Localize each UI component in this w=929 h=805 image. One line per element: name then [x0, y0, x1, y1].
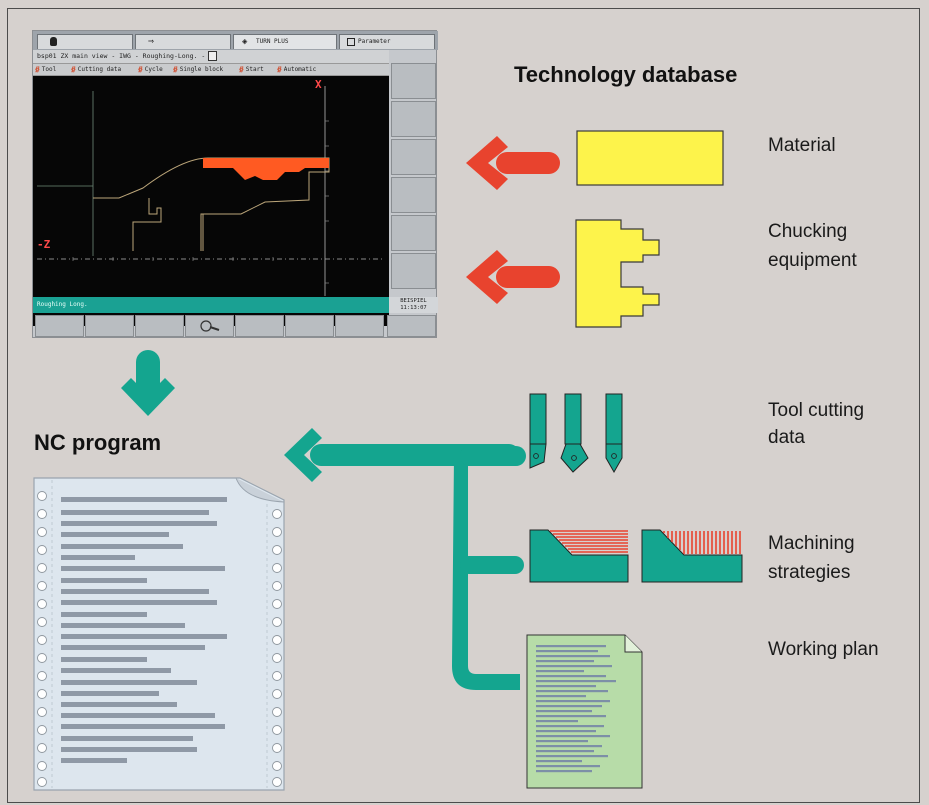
side-softkey-3[interactable]	[391, 139, 436, 175]
simulation-graphic	[37, 86, 385, 296]
arrow-right-icon: ⇒	[148, 36, 155, 47]
horizontal-softkeys	[33, 313, 438, 339]
softkey-tool[interactable]: ∯Tool	[35, 66, 57, 73]
chucking-label-line1: Chucking	[768, 221, 848, 242]
magnifier-icon	[200, 320, 220, 332]
tab-parameter-label: Parameter	[358, 38, 391, 45]
tool-cutting-label-line2: data	[768, 427, 805, 448]
workpiece-contour	[93, 157, 330, 251]
turn-plus-icon: ◈	[242, 37, 248, 47]
screen-breadcrumb: bsp01 ZX main view - IWG - Roughing-Long…	[33, 50, 389, 63]
screen-softkey-bar: ∯Tool ∯Cutting data ∯Cycle ∯Single block…	[33, 63, 389, 76]
machining-label-line2: strategies	[768, 562, 851, 583]
bottom-softkey-zoom[interactable]	[185, 315, 234, 337]
softkey-automatic[interactable]: ∯Automatic	[277, 66, 317, 73]
breadcrumb-text: bsp01 ZX main view - IWG - Roughing-Long…	[37, 52, 206, 60]
axis-x-label: X	[315, 78, 322, 91]
bottom-softkey-7[interactable]	[335, 315, 384, 337]
machining-label-line1: Machining	[768, 533, 855, 554]
bottom-softkey-1[interactable]	[35, 315, 84, 337]
tool-icons	[529, 393, 623, 474]
softkey-single-block[interactable]: ∯Single block	[173, 66, 224, 73]
softkey-start[interactable]: ∯Start	[239, 66, 264, 73]
diagram-frame	[7, 8, 920, 803]
softkey-cycle[interactable]: ∯Cycle	[138, 66, 163, 73]
axis-z-label: -Z	[37, 238, 51, 251]
tab-arrow[interactable]: ⇒	[135, 34, 231, 49]
tab-hand[interactable]	[37, 34, 133, 49]
dropdown-icon[interactable]	[208, 51, 218, 61]
parameter-icon	[347, 38, 355, 46]
side-softkey-2[interactable]	[391, 101, 436, 137]
bottom-softkey-6[interactable]	[285, 315, 334, 337]
teal-down-arrow	[121, 350, 175, 416]
material-block	[576, 130, 724, 186]
side-softkey-4[interactable]	[391, 177, 436, 213]
red-arrow-chucking	[466, 250, 560, 304]
simulation-display: X -Z	[33, 76, 389, 326]
roughing-area	[203, 158, 329, 180]
nc-program-heading: NC program	[34, 430, 162, 455]
chuck-outline	[37, 91, 94, 256]
clock-time: 11:13:07	[400, 305, 427, 311]
tool-2-icon	[560, 393, 589, 473]
program-name: BEISPIEL	[400, 298, 427, 304]
tool-1-icon	[529, 393, 547, 469]
chucking-equipment-shape	[575, 219, 660, 328]
tab-turn-plus-label: TURN PLUS	[256, 38, 289, 45]
softkey-cutting-data[interactable]: ∯Cutting data	[71, 66, 122, 73]
red-arrow-material	[466, 136, 560, 190]
technology-database-heading: Technology database	[514, 62, 738, 87]
status-text: Roughing Long.	[37, 301, 88, 308]
bottom-softkey-5[interactable]	[235, 315, 284, 337]
machining-strategy-longitudinal-icon	[529, 529, 629, 583]
tool-cutting-label-line1: Tool cutting	[768, 400, 865, 421]
cnc-screen: ⇒ ◈ TURN PLUS Parameter bsp01 ZX main vie…	[32, 30, 438, 339]
tab-turn-plus[interactable]: ◈ TURN PLUS	[233, 34, 337, 49]
machining-strategy-transverse-icon	[641, 529, 743, 583]
side-softkey-5[interactable]	[391, 215, 436, 251]
working-plan-document	[526, 634, 643, 789]
bottom-softkey-2[interactable]	[85, 315, 134, 337]
teal-feed-lines	[284, 428, 526, 690]
hand-icon	[50, 37, 57, 46]
status-bar: Roughing Long.	[33, 297, 389, 313]
side-softkey-1[interactable]	[391, 63, 436, 99]
screen-tab-bar: ⇒ ◈ TURN PLUS Parameter	[33, 31, 438, 50]
clock-panel: BEISPIEL 11:13:07	[389, 297, 438, 313]
bottom-softkey-3[interactable]	[135, 315, 184, 337]
material-label: Material	[768, 135, 836, 156]
working-plan-label: Working plan	[768, 639, 879, 660]
tool-3-icon	[605, 393, 623, 474]
nc-code-lines	[61, 497, 227, 763]
side-softkey-6[interactable]	[391, 253, 436, 289]
nc-program-document	[33, 477, 285, 791]
workpiece-contour-inner	[132, 198, 162, 251]
chucking-label-line2: equipment	[768, 250, 857, 271]
bottom-softkey-8[interactable]	[387, 315, 436, 337]
vertical-softkeys	[389, 63, 438, 297]
tractor-holes	[37, 491, 282, 787]
tab-parameter[interactable]: Parameter	[339, 34, 435, 49]
